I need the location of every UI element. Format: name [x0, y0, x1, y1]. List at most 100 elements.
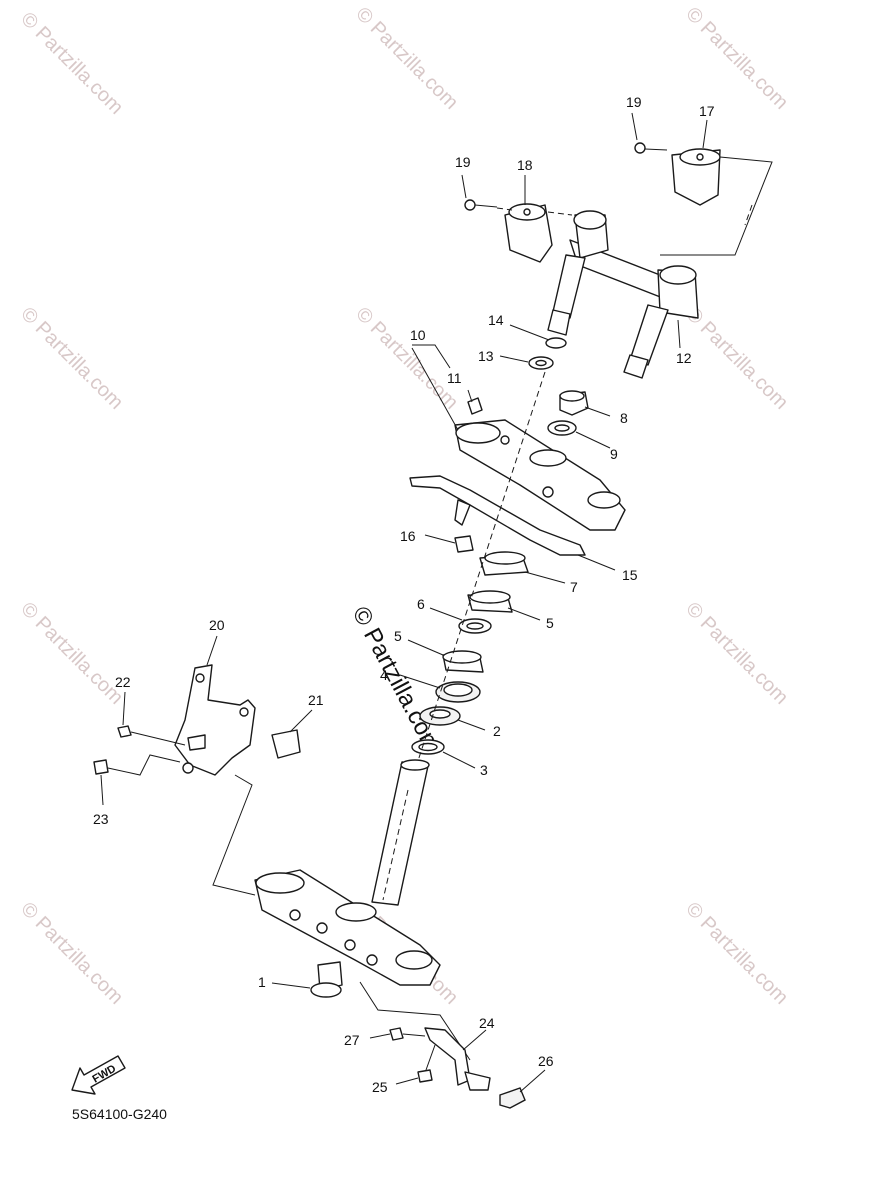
center-watermark: © Partzilla.com — [347, 602, 447, 757]
upper-bracket-left-hole — [455, 422, 501, 444]
bracket-20-hole-bottom — [182, 762, 194, 774]
lower-bracket-connector — [359, 981, 471, 1061]
cable-guide-body — [409, 475, 586, 556]
lower-bracket-pin-4 — [366, 954, 378, 966]
watermark-1: © Partzilla.com — [16, 8, 127, 119]
handlebar-left-grip — [547, 309, 571, 336]
bracket-20-connector — [212, 774, 256, 896]
leader-26 — [519, 1069, 546, 1093]
diagram-code: 5S64100-G240 — [72, 1106, 167, 1122]
leader-6 — [429, 607, 463, 621]
leader-14 — [509, 324, 550, 341]
washer-14 — [545, 337, 567, 349]
leader-27 — [369, 1033, 391, 1039]
leader-7 — [524, 571, 566, 584]
cable-guide — [409, 475, 586, 556]
callout-21: 21 — [308, 692, 324, 708]
bolt-27 — [389, 1027, 404, 1041]
callout-1: 1 — [258, 974, 266, 990]
leader-21 — [289, 709, 313, 733]
screw-22 — [117, 725, 132, 738]
washer-9-hole — [554, 424, 570, 432]
lower-bracket-pin-2 — [316, 922, 328, 934]
leader-22 — [122, 691, 126, 726]
clamp-17-bolt-hole — [696, 153, 704, 161]
watermark-7: © Partzilla.com — [16, 598, 127, 709]
lower-bracket-right-hole — [395, 950, 433, 970]
leader-16 — [424, 534, 456, 544]
upper-bracket-pin — [500, 435, 510, 445]
nut-23-connector — [107, 754, 181, 776]
washer-3-hole — [418, 742, 438, 752]
watermark-2: © Partzilla.com — [351, 3, 462, 114]
leader-25 — [395, 1077, 419, 1085]
bolt-19a-dash — [496, 207, 513, 211]
lower-bracket-stopper-base — [310, 982, 342, 998]
nut-8-top — [559, 390, 585, 402]
watermark-8: © Partzilla.com — [681, 598, 792, 709]
steering-stem-top — [400, 759, 430, 771]
callout-5a: 5 — [546, 615, 554, 631]
callout-24: 24 — [479, 1015, 495, 1031]
callout-12: 12 — [676, 350, 692, 366]
lower-bracket-body — [254, 869, 441, 986]
lower-bracket-pin-3 — [344, 939, 356, 951]
steering-stem — [371, 761, 429, 906]
leader-2 — [457, 719, 486, 731]
upper-bracket-body — [454, 419, 626, 531]
leader-4 — [399, 674, 441, 689]
leader-10-bracket — [412, 344, 451, 369]
callout-9: 9 — [610, 446, 618, 462]
lower-bracket-pin-1 — [289, 909, 301, 921]
handlebar-assembly — [464, 142, 773, 379]
cover-7-top — [484, 551, 526, 565]
callout-8: 8 — [620, 410, 628, 426]
watermark-5: © Partzilla.com — [351, 303, 462, 414]
callout-6: 6 — [417, 596, 425, 612]
callout-15: 15 — [622, 567, 638, 583]
cable-guide-tab — [454, 499, 471, 526]
leader-13 — [499, 355, 529, 363]
callout-labels: 19 17 19 18 12 14 13 10 11 8 9 16 15 7 5… — [93, 94, 715, 1095]
leader-20 — [206, 635, 218, 666]
upper-bracket-right-hole — [587, 491, 621, 509]
handlebar-right-top — [659, 265, 697, 285]
handlebar-right-grip — [623, 354, 649, 379]
leader-5a — [507, 607, 541, 621]
callout-10: 10 — [410, 327, 426, 343]
bracket-24-tab — [464, 1071, 491, 1091]
leader-19a — [461, 174, 467, 199]
watermark-3: © Partzilla.com — [681, 3, 792, 114]
bolt-25 — [417, 1069, 433, 1083]
watermark-9: © Partzilla.com — [16, 898, 127, 1009]
watermark-6: © Partzilla.com — [681, 303, 792, 414]
upper-bracket — [454, 419, 626, 531]
callout-16: 16 — [400, 528, 416, 544]
bracket-20-slot — [187, 734, 206, 751]
leader-8 — [584, 406, 611, 417]
lower-bracket — [254, 759, 441, 998]
leader-19b — [631, 112, 638, 141]
damper-21 — [271, 729, 301, 759]
leader-23 — [100, 774, 104, 806]
handlebar-left-bar — [551, 254, 586, 319]
bearing-2-inner — [429, 709, 451, 719]
upper-bracket-center-hole — [529, 449, 567, 467]
callout-11: 11 — [447, 370, 462, 386]
lower-bracket-stem-seat — [335, 902, 377, 922]
leader-10a — [411, 347, 459, 431]
callout-19b: 19 — [626, 94, 642, 110]
watermark-11: © Partzilla.com — [681, 898, 792, 1009]
bracket-20 — [174, 664, 256, 776]
callout-20: 20 — [209, 617, 225, 633]
nut-23 — [93, 759, 109, 775]
bracket-20-hole-top — [195, 673, 205, 683]
leader-3 — [442, 751, 476, 769]
bolt-19b-head — [634, 142, 646, 154]
leader-lines — [100, 112, 708, 1093]
bolt-19a-shank — [474, 204, 498, 208]
fwd-label: FWD — [91, 1063, 119, 1086]
callout-7: 7 — [570, 579, 578, 595]
callout-3: 3 — [480, 762, 488, 778]
